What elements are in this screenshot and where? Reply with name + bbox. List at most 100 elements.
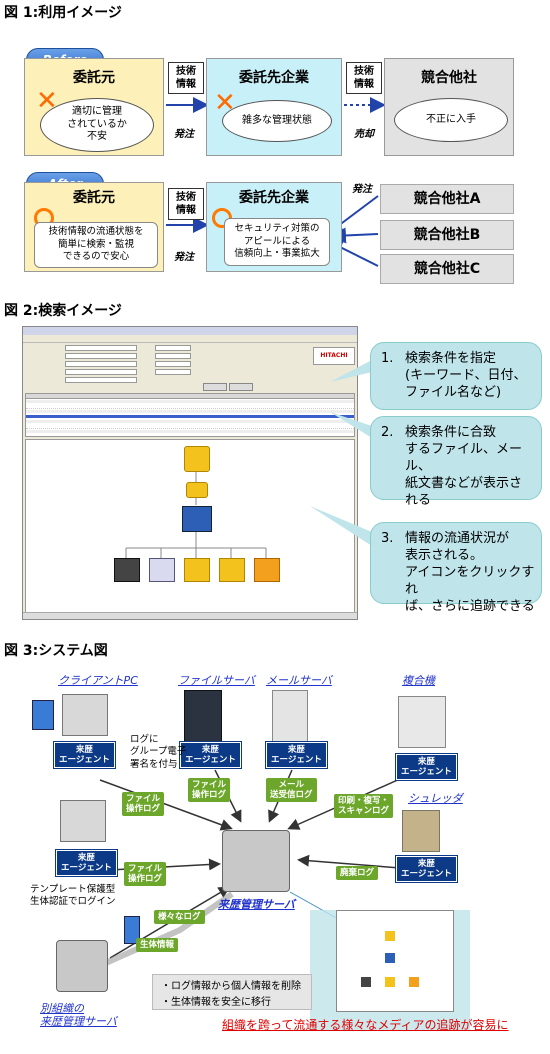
history-agent-badge: 来歴 エージェント bbox=[396, 754, 457, 781]
callout-3-text: 情報の流通状況が 表示される。 アイコンをクリックすれ ば、さらに追跡できる bbox=[405, 531, 535, 614]
template-auth-note: テンプレート保護型 生体認証でログイン bbox=[30, 884, 116, 908]
media-select[interactable] bbox=[155, 369, 191, 375]
mail-node-icon[interactable] bbox=[186, 482, 208, 498]
before-tech-info-label-2: 技術 情報 bbox=[346, 62, 382, 94]
before-client-cloud: 適切に管理 されているか 不安 bbox=[40, 98, 154, 152]
filename-input[interactable] bbox=[65, 353, 137, 359]
various-log-badge: 様々なログ bbox=[154, 910, 205, 925]
type-select[interactable] bbox=[155, 361, 191, 367]
mail-node-icon[interactable] bbox=[184, 558, 210, 582]
discard-log-badge: 廃棄ログ bbox=[336, 866, 379, 881]
fingerprint-reader-icon bbox=[124, 916, 140, 944]
search-button[interactable] bbox=[203, 383, 227, 391]
mail-node-icon bbox=[385, 977, 395, 987]
shredder-icon bbox=[402, 810, 440, 852]
callout-1-number: 1. bbox=[381, 351, 394, 366]
callout-3: 3. 情報の流通状況が 表示される。 アイコンをクリックすれ ば、さらに追跡でき… bbox=[370, 522, 542, 614]
before-competitor-cloud: 不正に入手 bbox=[394, 98, 508, 142]
before-contractor-cloud: 雑多な管理状態 bbox=[222, 100, 332, 142]
before-contractor-title: 委託先企業 bbox=[239, 70, 309, 86]
history-server-label: 来歴管理サーバ bbox=[218, 898, 295, 911]
mail-node-icon bbox=[385, 931, 395, 941]
mail-node-icon[interactable] bbox=[219, 558, 245, 582]
mfp-icon bbox=[398, 696, 446, 748]
mail-node-icon[interactable] bbox=[254, 558, 280, 582]
history-server-icon bbox=[222, 830, 290, 892]
figure-3-title: 図 3:システム図 bbox=[4, 643, 108, 659]
biometric-info-badge: 生体情報 bbox=[136, 938, 179, 953]
mfp-label: 複合機 bbox=[402, 674, 435, 687]
file-operation-log-badge: ファイル 操作ログ bbox=[188, 778, 231, 803]
before-client-title: 委託元 bbox=[73, 70, 115, 86]
status-bar bbox=[23, 612, 357, 619]
callout-1-text: 検索条件を指定 (キーワード、日付、 ファイル名など) bbox=[405, 351, 527, 400]
history-agent-badge: 来歴 エージェント bbox=[396, 856, 457, 883]
keyword-input[interactable] bbox=[65, 345, 137, 351]
after-client-title: 委託元 bbox=[73, 190, 115, 206]
table-row[interactable] bbox=[26, 430, 354, 433]
history-agent-badge: 来歴 エージェント bbox=[54, 742, 115, 769]
date-from-select[interactable] bbox=[155, 345, 191, 351]
clear-button[interactable] bbox=[229, 383, 253, 391]
shredder-node-icon bbox=[361, 977, 371, 987]
history-agent-badge: 来歴 エージェント bbox=[180, 742, 241, 769]
competitor-a-box: 競合他社A bbox=[380, 184, 514, 214]
table-row[interactable] bbox=[26, 405, 354, 409]
after-contractor-card: セキュリティ対策の アピールによる 信頼向上・事業拡大 bbox=[224, 218, 330, 266]
table-row[interactable] bbox=[26, 400, 354, 403]
callout-pointers bbox=[310, 360, 372, 546]
date-to-select[interactable] bbox=[155, 353, 191, 359]
search-form[interactable] bbox=[25, 343, 305, 387]
after-contractor-title: 委託先企業 bbox=[239, 190, 309, 206]
callout-2-text: 検索条件に合致 するファイル、メール、 紙文書などが表示さ れる bbox=[405, 425, 523, 508]
file-server-label: ファイルサーバ bbox=[178, 674, 255, 687]
file-operation-log-badge: ファイル 操作ログ bbox=[122, 792, 165, 817]
before-tech-info-label: 技術 情報 bbox=[168, 62, 204, 94]
figure-1-title: 図 1:利用イメージ bbox=[4, 5, 122, 21]
bullet-item: ・生体情報を安全に移行 bbox=[161, 997, 271, 1008]
mail-node-icon[interactable] bbox=[184, 446, 210, 472]
file-operation-log-badge: ファイル 操作ログ bbox=[124, 862, 167, 887]
before-competitor-title: 競合他社 bbox=[421, 70, 477, 86]
trace-screenshot-thumbnail bbox=[336, 910, 454, 1012]
mail-server-label: メールサーバ bbox=[266, 674, 332, 687]
callout-2: 2. 検索条件に合致 するファイル、メール、 紙文書などが表示さ れる bbox=[370, 416, 542, 508]
file-node-icon[interactable] bbox=[149, 558, 175, 582]
callout-3-number: 3. bbox=[381, 531, 394, 546]
results-table[interactable] bbox=[25, 393, 355, 437]
table-row[interactable] bbox=[26, 410, 354, 413]
after-order-label-2: 発注 bbox=[352, 184, 372, 195]
window-tabs bbox=[23, 335, 357, 343]
shredder-label: シュレッダ bbox=[408, 792, 463, 805]
privacy-bullets: ・ログ情報から個人情報を削除 ・生体情報を安全に移行 bbox=[152, 974, 312, 1010]
before-sell-label: 売却 bbox=[354, 129, 374, 140]
print-log-badge: 印刷・複写・ スキャンログ bbox=[334, 794, 394, 819]
table-row[interactable] bbox=[26, 420, 354, 423]
hitachi-logo: HITACHI bbox=[313, 347, 355, 365]
client-pc-icon bbox=[60, 800, 106, 842]
table-row[interactable] bbox=[26, 425, 354, 429]
server-node-icon[interactable] bbox=[182, 506, 212, 532]
signature-note: ログに グループ電子 署名を付与 bbox=[130, 734, 187, 770]
file-server-icon bbox=[184, 690, 222, 742]
other-org-server-label-1: 別組織の bbox=[40, 1002, 84, 1015]
other-org-server-icon bbox=[56, 940, 108, 992]
search-app-screenshot: HITACHI bbox=[22, 326, 358, 620]
callout-1: 1. 検索条件を指定 (キーワード、日付、 ファイル名など) bbox=[370, 342, 542, 410]
after-order-label: 発注 bbox=[174, 252, 194, 263]
shredder-node-icon[interactable] bbox=[114, 558, 140, 582]
user-input[interactable] bbox=[65, 369, 137, 375]
table-row[interactable] bbox=[26, 415, 354, 418]
after-tech-info-label: 技術 情報 bbox=[168, 188, 204, 220]
results-header bbox=[26, 394, 354, 399]
path-input[interactable] bbox=[65, 361, 137, 367]
mail-log-badge: メール 送受信ログ bbox=[266, 778, 317, 803]
mail-node-icon bbox=[409, 977, 419, 987]
mail-input[interactable] bbox=[65, 377, 137, 383]
figure-2-title: 図 2:検索イメージ bbox=[4, 303, 122, 319]
mail-server-icon bbox=[272, 690, 308, 742]
after-client-card: 技術情報の流通状態を 簡単に検索・監視 できるので安心 bbox=[34, 222, 158, 268]
client-pc-label: クライアントPC bbox=[58, 674, 138, 687]
competitor-b-box: 競合他社B bbox=[380, 220, 514, 250]
before-order-label: 発注 bbox=[174, 129, 194, 140]
